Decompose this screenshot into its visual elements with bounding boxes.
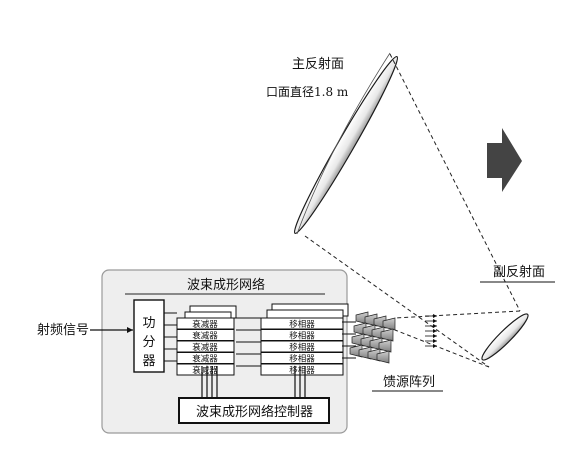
divider-connections — [164, 312, 177, 362]
main-reflector — [293, 52, 399, 235]
feed-arrow-head — [433, 324, 437, 328]
controller-connections — [201, 366, 306, 398]
feed-arrow-head — [433, 344, 437, 348]
feed-horn — [382, 317, 396, 331]
feed-horn — [378, 339, 392, 353]
power-divider-char: 器 — [142, 354, 155, 369]
attenuator-box — [176, 363, 235, 376]
feed-arrow-head — [433, 339, 437, 343]
ray-paths — [304, 53, 521, 368]
main-reflector-diameter-label: 口面直径1.8 m — [266, 85, 349, 99]
attenuator-label: 衰减器 — [192, 331, 218, 342]
attenuator-label: 衰减器 — [192, 319, 218, 330]
feed-arrow-head — [433, 319, 437, 323]
beamforming-network-title: 波束成形网络 — [187, 277, 265, 293]
feed-horn — [380, 328, 394, 342]
shifter-to-feed-lines — [342, 321, 356, 359]
feed-arrow-head — [433, 334, 437, 338]
attenuator-label: 衰减器 — [192, 365, 218, 376]
sub-reflector — [481, 313, 529, 361]
attenuator-to-shifter-lines — [236, 317, 262, 367]
feed-arrow-head — [433, 329, 437, 333]
phase-shifter-label: 移相器 — [289, 319, 315, 330]
main-reflector-label: 主反射面 — [292, 56, 344, 72]
phase-shifter-label: 移相器 — [289, 331, 315, 342]
phase-shifter-label: 移相器 — [289, 354, 315, 365]
feed-horn — [376, 350, 390, 364]
rf-input-line — [90, 327, 133, 333]
power-divider-label: 功分器 — [142, 316, 155, 369]
radiation-arrow-icon — [487, 128, 522, 192]
beamforming-controller — [178, 397, 330, 424]
rf-signal-label: 射频信号 — [37, 322, 89, 338]
power-divider — [133, 299, 165, 373]
feed-arrow-head — [433, 314, 437, 318]
feed-array — [349, 311, 396, 364]
feed-arrows — [425, 314, 437, 348]
attenuator-label: 衰减器 — [192, 342, 218, 353]
feed-array-label: 馈源阵列 — [383, 375, 435, 390]
phase-shifter-label: 移相器 — [289, 342, 315, 353]
phase-shifter-box — [260, 363, 344, 376]
phase-shifter-label: 移相器 — [289, 365, 315, 376]
attenuator-label: 衰减器 — [192, 354, 218, 365]
power-divider-char: 功 — [142, 316, 155, 331]
power-divider-char: 分 — [142, 335, 155, 350]
controller-label: 波束成形网络控制器 — [196, 404, 313, 420]
sub-reflector-label: 副反射面 — [493, 264, 545, 280]
